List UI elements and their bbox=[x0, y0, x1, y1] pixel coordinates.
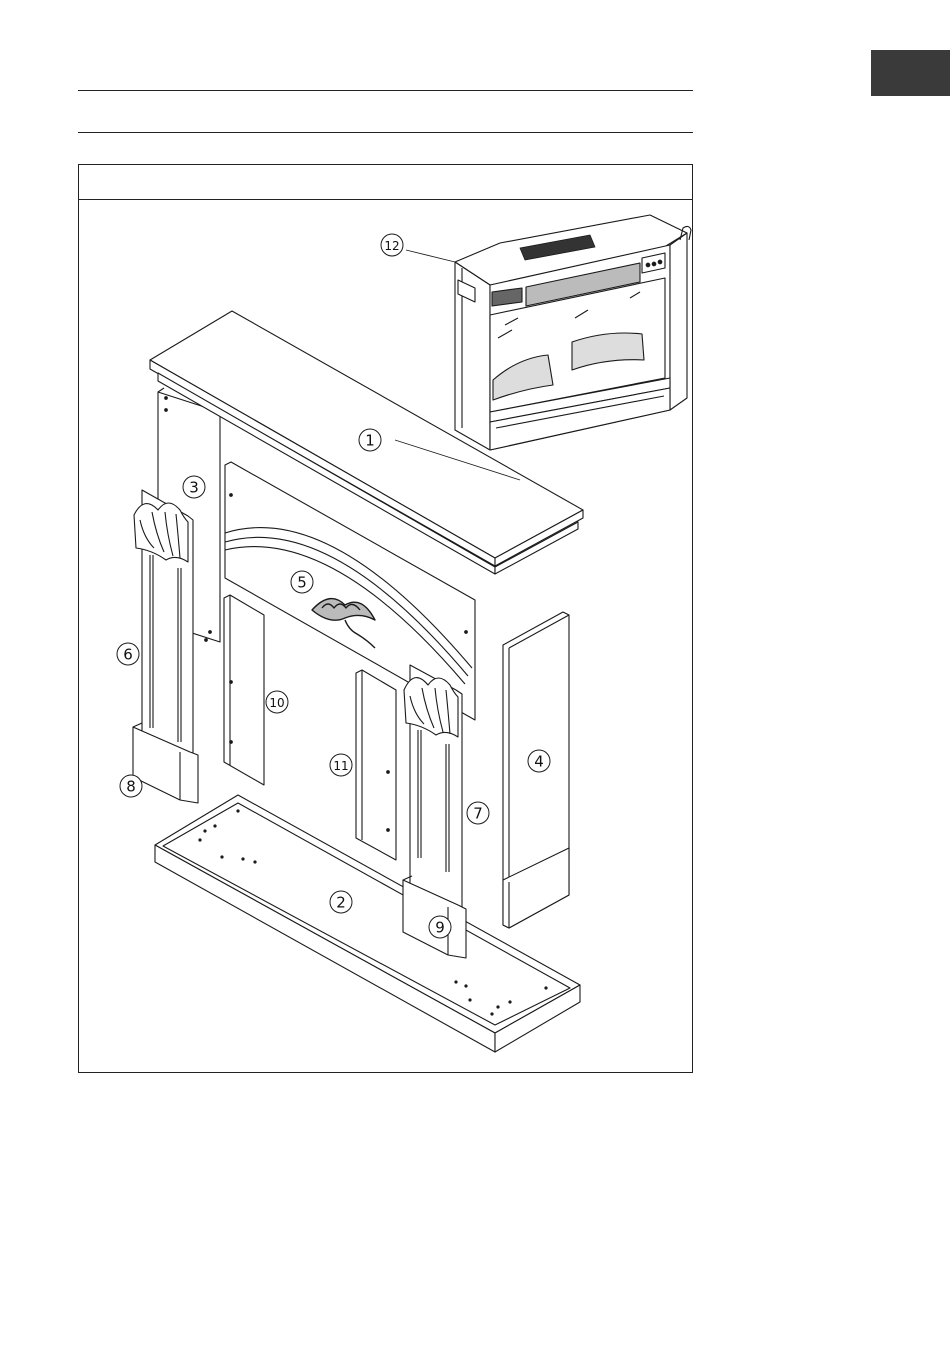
callout-11: 11 bbox=[330, 754, 352, 776]
svg-text:3: 3 bbox=[189, 479, 199, 497]
callout-12: 12 bbox=[381, 234, 403, 256]
callout-5: 5 bbox=[291, 571, 313, 593]
svg-text:4: 4 bbox=[534, 753, 544, 771]
svg-text:8: 8 bbox=[126, 778, 136, 796]
svg-text:11: 11 bbox=[333, 759, 348, 773]
svg-text:1: 1 bbox=[365, 432, 375, 450]
svg-text:7: 7 bbox=[473, 805, 483, 823]
column-left bbox=[133, 490, 198, 803]
svg-text:6: 6 bbox=[123, 646, 133, 664]
callout-6: 6 bbox=[117, 643, 139, 665]
callout-4: 4 bbox=[528, 750, 550, 772]
callout-9: 9 bbox=[429, 916, 451, 938]
column-right bbox=[403, 665, 466, 958]
svg-text:10: 10 bbox=[269, 696, 284, 710]
callout-3: 3 bbox=[183, 476, 205, 498]
callout-7: 7 bbox=[467, 802, 489, 824]
callout-8: 8 bbox=[120, 775, 142, 797]
svg-text:2: 2 bbox=[336, 894, 346, 912]
callout-2: 2 bbox=[330, 891, 352, 913]
svg-text:12: 12 bbox=[384, 239, 399, 253]
callout-10: 10 bbox=[266, 691, 288, 713]
svg-text:5: 5 bbox=[297, 574, 307, 592]
fireplace-insert bbox=[406, 215, 691, 450]
callout-1: 1 bbox=[359, 429, 381, 451]
inner-panel-right bbox=[356, 670, 396, 860]
svg-text:9: 9 bbox=[435, 919, 445, 937]
inner-panel-left bbox=[224, 595, 264, 785]
